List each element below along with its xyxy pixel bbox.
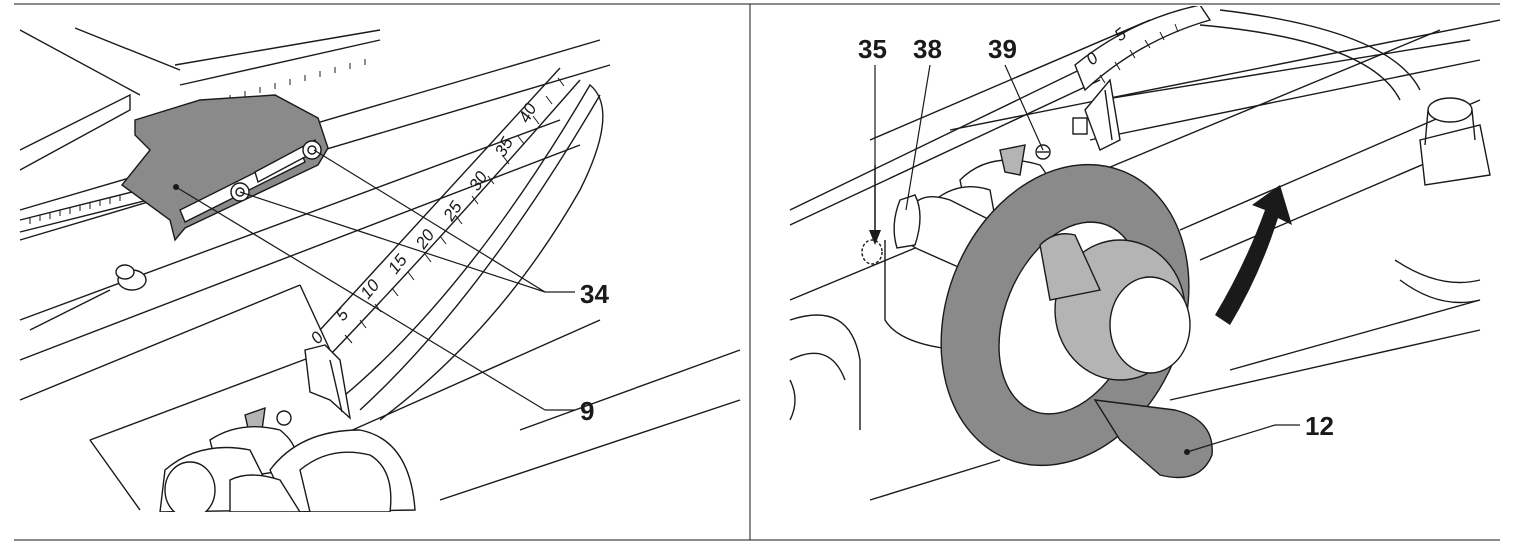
- right-leader-lines: [869, 64, 1300, 453]
- left-panel: 0 5 10 15 20 25 30 35 40: [19, 27, 741, 512]
- rotation-arrow-icon: [1215, 185, 1292, 325]
- left-scale-tick-30: 30: [465, 168, 491, 195]
- left-scale-tick-5: 5: [332, 305, 353, 325]
- saw-table-surface: [19, 27, 741, 511]
- right-angle-pointer: [1035, 78, 1121, 160]
- hex-bolt: [1394, 97, 1491, 304]
- callout-39: 39: [988, 34, 1017, 64]
- angle-pointer: [276, 344, 352, 426]
- bevel-arc-guide: [319, 67, 604, 421]
- handwheel: [940, 163, 1191, 467]
- callout-12: 12: [1305, 411, 1334, 441]
- right-angle-scale: 0 5: [1074, 6, 1212, 92]
- angle-scale: 0 5 10 15 20 25 30 35 40: [307, 77, 565, 359]
- callout-34: 34: [580, 279, 609, 309]
- right-panel: 0 5: [789, 6, 1500, 501]
- saw-housing: [789, 9, 1500, 501]
- callout-35: 35: [858, 34, 887, 64]
- slide-bracket: [120, 94, 329, 242]
- callout-9: 9: [580, 396, 594, 426]
- left-leader-lines: [175, 149, 575, 411]
- figure-frame: [14, 3, 1500, 541]
- callout-38: 38: [913, 34, 942, 64]
- bolt-knob: [29, 264, 147, 331]
- left-scale-tick-25: 25: [439, 197, 466, 225]
- handwheel-partial: [159, 429, 416, 512]
- left-scale-tick-40: 40: [515, 100, 541, 126]
